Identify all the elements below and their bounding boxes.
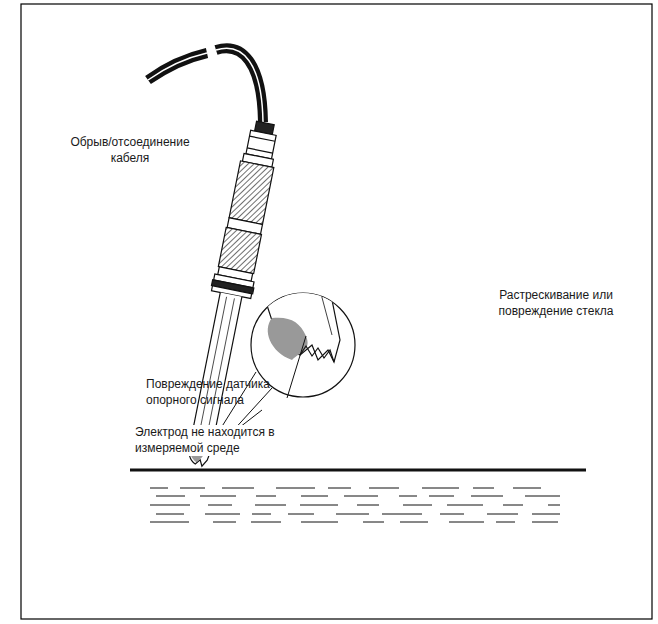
liquid-wave: [429, 496, 454, 497]
liquid-wave: [252, 514, 271, 515]
liquid-wave: [525, 496, 560, 497]
liquid-wave: [255, 505, 286, 506]
liquid-wave: [222, 488, 254, 489]
liquid-wave: [288, 514, 314, 515]
liquid-wave: [399, 496, 417, 497]
liquid-wave: [369, 488, 399, 489]
liquid-wave: [256, 496, 276, 497]
liquid-wave: [344, 496, 378, 497]
liquid-wave: [471, 496, 503, 497]
liquid-wave: [532, 514, 560, 515]
liquid-wave: [251, 522, 281, 523]
liquid-wave: [328, 488, 351, 489]
liquid-wave: [440, 514, 464, 515]
callout-label: Повреждение датчика опорного сигнала: [146, 377, 286, 408]
liquid-wave: [449, 522, 484, 523]
callout-label: Обрыв/отсоединение кабеля: [55, 135, 205, 166]
liquid-wave: [363, 522, 384, 523]
liquid-wave: [382, 514, 422, 515]
leader-line: [287, 336, 306, 398]
liquid-wave: [496, 522, 515, 523]
liquid-wave: [422, 488, 459, 489]
liquid-wave: [150, 488, 168, 489]
electrode-body: [176, 119, 286, 469]
liquid-wave: [548, 505, 560, 506]
liquid-wave: [532, 522, 558, 523]
cable: [148, 48, 263, 122]
liquid-wave: [200, 496, 236, 497]
liquid-surface: [130, 470, 586, 522]
liquid-wave: [300, 505, 338, 506]
liquid-wave: [487, 514, 518, 515]
liquid-wave: [400, 522, 428, 523]
frame-border: [21, 4, 652, 619]
callout-label: Электрод не находится в измеряемой среде: [133, 425, 295, 456]
liquid-wave: [156, 514, 184, 515]
liquid-wave: [208, 505, 232, 506]
liquid-wave: [447, 505, 483, 506]
liquid-wave: [276, 488, 315, 489]
liquid-wave: [357, 505, 379, 506]
liquid-wave: [503, 505, 523, 506]
leader-line: [335, 330, 560, 340]
liquid-wave: [513, 488, 541, 489]
liquid-wave: [213, 522, 236, 523]
liquid-wave: [156, 496, 185, 497]
liquid-wave: [180, 488, 205, 489]
liquid-wave: [150, 522, 189, 523]
liquid-wave: [473, 488, 494, 489]
callout-label: Растрескивание или повреждение стекла: [478, 288, 634, 319]
liquid-wave: [336, 514, 369, 515]
liquid-wave: [301, 522, 338, 523]
liquid-wave: [301, 496, 328, 497]
liquid-wave: [150, 505, 190, 506]
liquid-wave: [403, 505, 432, 506]
liquid-wave: [205, 514, 240, 515]
